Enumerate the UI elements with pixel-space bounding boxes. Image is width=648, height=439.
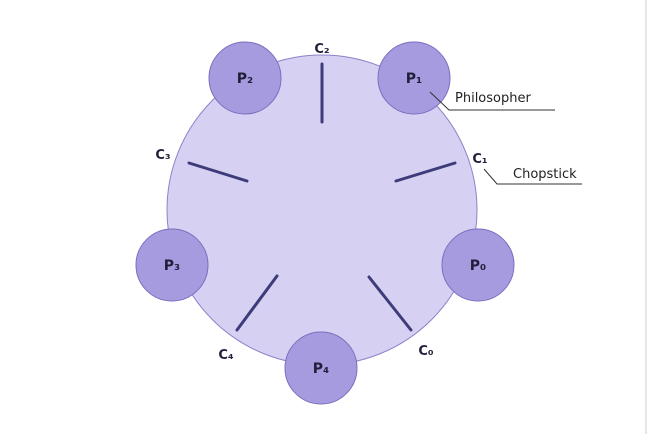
philosopher-p4-circle [284, 331, 358, 405]
chopstick-c2-label: C₂ [314, 42, 329, 57]
chopstick-callout-line [483, 168, 582, 185]
philosopher-p0-circle [441, 228, 515, 302]
philosopher-p3: P₃ [135, 228, 209, 302]
philosopher-p4: P₄ [284, 331, 358, 405]
philosopher-p2-circle [208, 41, 282, 115]
philosopher-p4-label: P₄ [313, 361, 329, 377]
chopstick-c3 [187, 161, 249, 183]
philosopher-p3-circle [135, 228, 209, 302]
chopstick-callout-label: Chopstick [513, 167, 577, 182]
chopstick-c0 [367, 275, 413, 332]
philosopher-p1-label: P₁ [406, 71, 422, 87]
philosopher-p1: P₁ [377, 41, 451, 115]
chopstick-c1-label: C₁ [472, 152, 487, 167]
philosopher-callout-label: Philosopher [455, 91, 531, 106]
chopstick-c4-label: C₄ [218, 348, 234, 363]
philosopher-p2-label: P₂ [237, 71, 253, 87]
chopstick-c4 [235, 274, 279, 332]
philosopher-p3-label: P₃ [164, 258, 180, 274]
philosopher-callout-line [429, 91, 555, 111]
chopstick-c0-label: C₀ [418, 344, 434, 359]
philosopher-p2: P₂ [208, 41, 282, 115]
chopstick-c1 [394, 161, 457, 183]
philosopher-p1-circle [377, 41, 451, 115]
chopstick-c3-label: C₃ [155, 148, 170, 163]
philosopher-p0-label: P₀ [470, 258, 486, 274]
philosopher-p0: P₀ [441, 228, 515, 302]
